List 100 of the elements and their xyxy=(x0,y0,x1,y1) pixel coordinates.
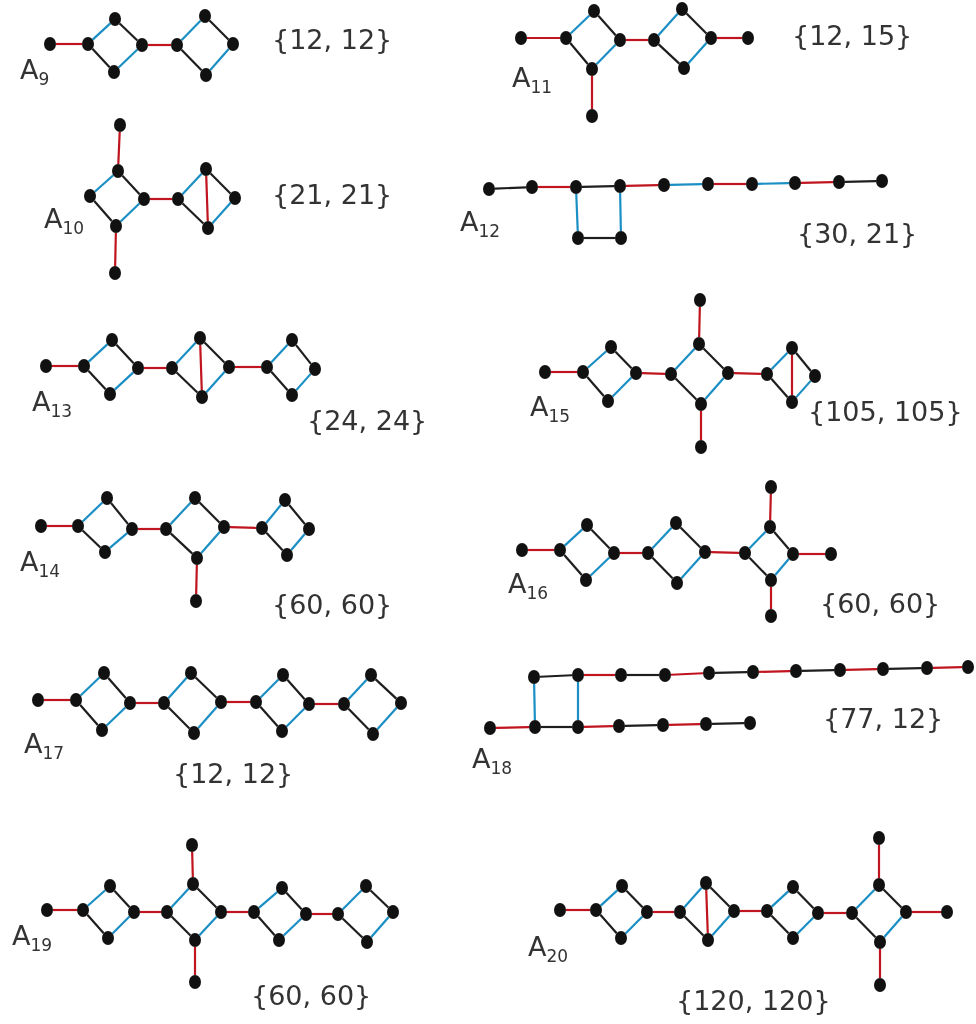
graph-edge xyxy=(581,185,615,188)
graph-edge xyxy=(208,19,230,41)
graph-edge xyxy=(205,175,209,222)
graph-edge xyxy=(94,174,114,193)
vertex-dot xyxy=(670,516,682,530)
graph-edge xyxy=(641,372,666,375)
vertex-dot xyxy=(96,723,108,737)
graph-edge xyxy=(111,915,131,935)
graph-edge xyxy=(855,888,876,910)
vertex-dot xyxy=(787,547,799,561)
graph-edge xyxy=(118,22,139,42)
vertex-dot xyxy=(786,341,798,355)
vertex-dot xyxy=(539,365,551,379)
vertex-dot xyxy=(77,903,89,917)
graph-edge xyxy=(563,554,583,576)
vertex-dot xyxy=(387,905,399,919)
graph-edge xyxy=(369,889,390,909)
vertex-dot xyxy=(172,192,184,206)
vertex-dot xyxy=(132,361,144,375)
vertex-dot xyxy=(102,931,114,945)
graph-edge xyxy=(136,701,158,705)
vertex-dot xyxy=(72,519,84,533)
vertex-dot xyxy=(658,178,670,192)
graph-edge xyxy=(194,676,218,699)
graph-edge xyxy=(197,706,218,729)
vertex-dot xyxy=(764,520,776,534)
vertex-dot xyxy=(873,878,885,892)
graph-edge xyxy=(109,532,128,549)
vertex-dot xyxy=(747,665,759,679)
graph-edge xyxy=(494,186,527,190)
vertex-dot xyxy=(761,904,773,918)
vertex-dot xyxy=(674,905,686,919)
graph-edge xyxy=(265,532,284,551)
vertex-dot xyxy=(528,670,540,684)
graph-edge xyxy=(801,669,835,672)
graph-edge xyxy=(657,43,681,65)
graph-edge xyxy=(140,910,161,914)
graph-edge xyxy=(229,526,257,529)
vertex-dot xyxy=(526,180,538,194)
graph-edge xyxy=(209,48,230,71)
graph-edge xyxy=(587,350,607,369)
graph-edge xyxy=(674,348,696,370)
graph-edge xyxy=(683,915,705,937)
graph-edge xyxy=(563,528,584,547)
graph-edge xyxy=(888,667,922,670)
vertex-dot xyxy=(515,31,527,45)
vertex-dot xyxy=(281,548,293,562)
graph-edge xyxy=(551,370,577,374)
graph-edge xyxy=(181,202,205,225)
vertex-dot xyxy=(846,906,858,920)
graph-edge xyxy=(795,380,812,398)
graph-edge xyxy=(651,527,673,549)
vertex-dot xyxy=(676,2,688,16)
vertex-dot xyxy=(166,361,178,375)
vertex-dot xyxy=(41,903,53,917)
vertex-dot xyxy=(189,491,201,505)
graph-edge xyxy=(374,678,398,700)
vertex-dot xyxy=(615,231,627,245)
vertex-dot xyxy=(286,333,298,347)
graph-edge xyxy=(198,501,221,524)
graph-edge xyxy=(282,917,303,937)
value-pair: {60, 60} xyxy=(251,982,372,1009)
vertex-dot xyxy=(608,546,620,560)
vertex-dot xyxy=(700,876,712,890)
graph-edge xyxy=(169,532,194,555)
vertex-dot xyxy=(703,666,715,680)
graph-edge xyxy=(91,22,112,41)
vertex-dot xyxy=(702,177,714,191)
vertex-dot xyxy=(218,520,230,534)
graph-edge xyxy=(170,888,190,908)
vertex-dot xyxy=(483,182,495,196)
graph-edge xyxy=(878,949,882,978)
vertex-dot xyxy=(809,369,821,383)
vertex-dot xyxy=(199,9,211,23)
vertex-dot xyxy=(276,724,288,738)
graph-edge xyxy=(114,232,117,267)
vertex-dot xyxy=(40,359,52,373)
graph-edge xyxy=(796,890,815,910)
graph-edge xyxy=(748,530,767,550)
graph-edge xyxy=(800,181,834,184)
vertex-dot xyxy=(277,668,289,682)
graph-edge xyxy=(175,371,199,394)
vertex-dot xyxy=(657,718,669,732)
graph-edge xyxy=(569,42,589,65)
vertex-dot xyxy=(705,31,717,45)
graph-edge xyxy=(113,890,131,908)
vertex-dot xyxy=(744,716,756,730)
graph-edge xyxy=(651,556,674,580)
vertex-dot xyxy=(529,720,541,734)
vertex-dot xyxy=(761,367,773,381)
vertex-dot xyxy=(138,192,150,206)
graph-edge xyxy=(687,42,708,64)
vertex-dot xyxy=(877,662,889,676)
vertex-dot xyxy=(700,717,712,731)
graph-edge xyxy=(169,501,192,526)
graph-edge xyxy=(590,76,594,109)
graph-edge xyxy=(774,558,790,576)
graph-edge xyxy=(599,914,618,934)
vertex-dot xyxy=(694,293,706,307)
graph-edge xyxy=(714,182,746,186)
